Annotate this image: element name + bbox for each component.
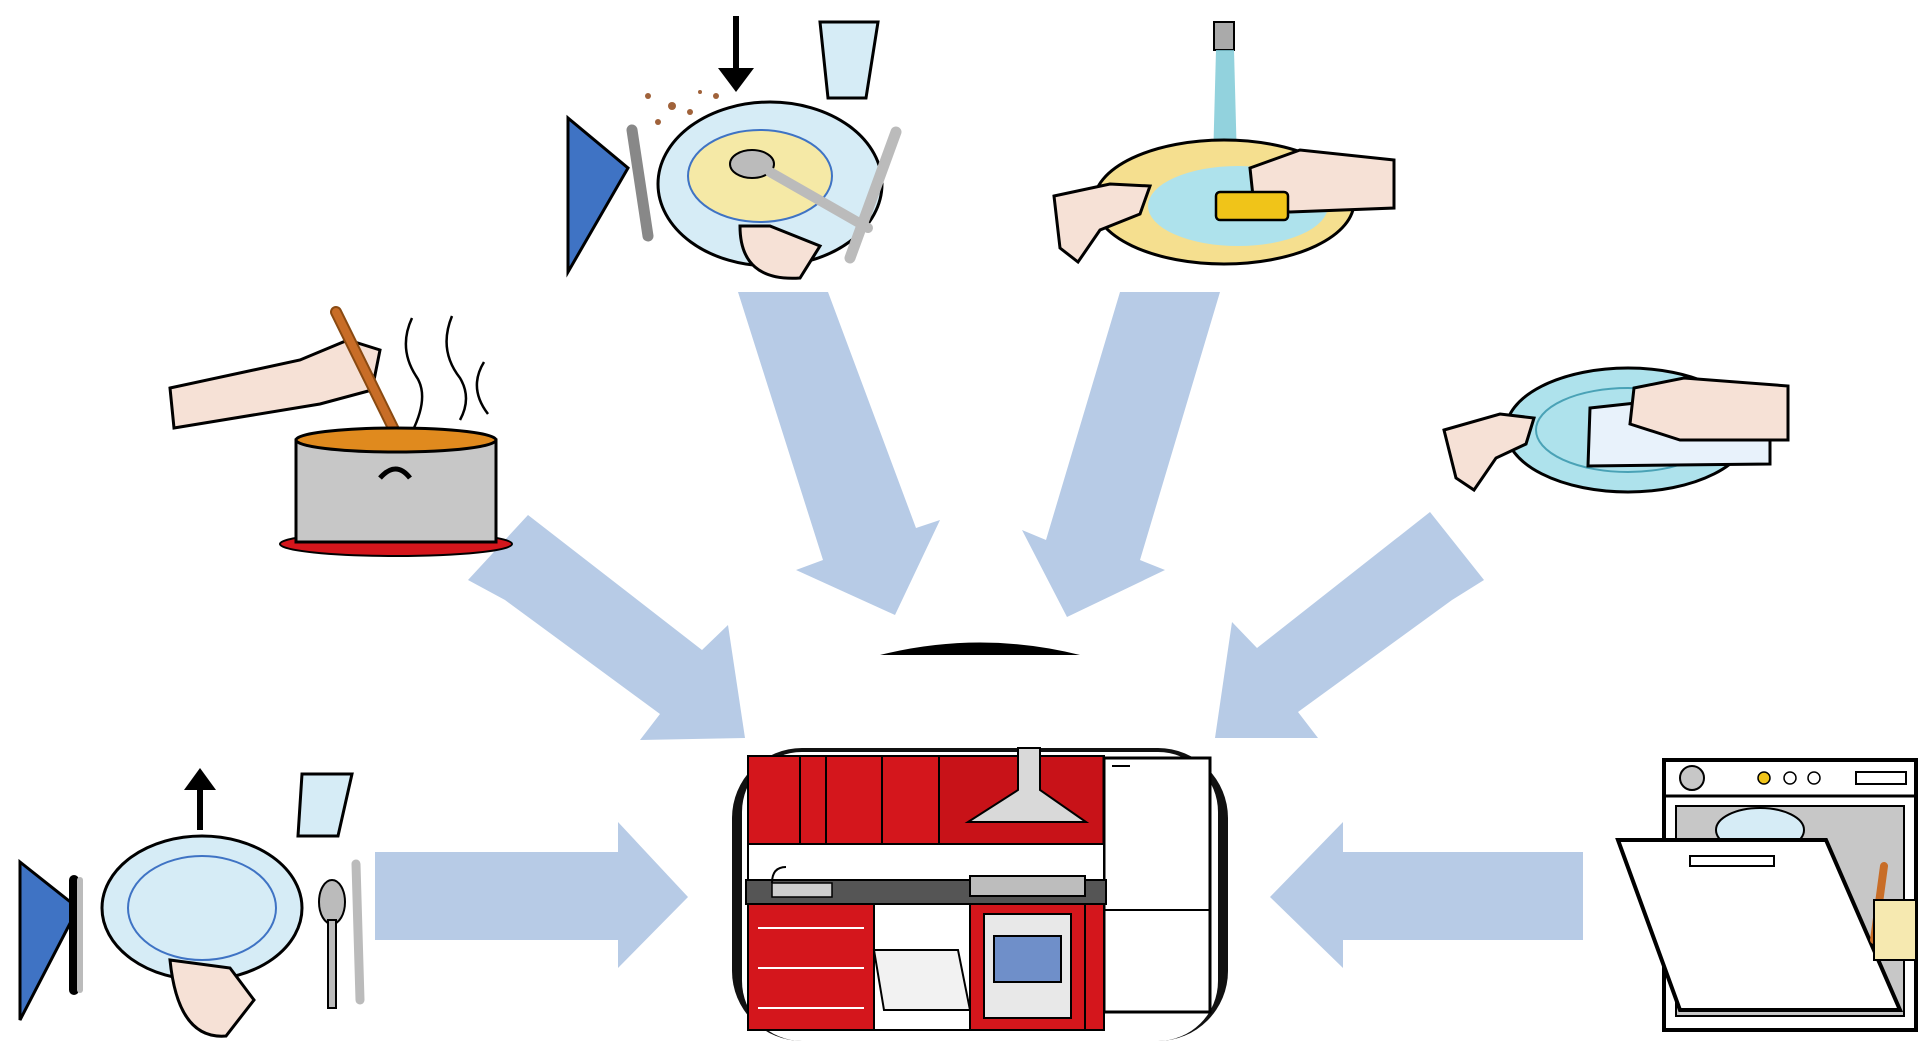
arrows [375, 292, 1583, 968]
clear-table-icon [18, 768, 365, 1038]
kitchen-icon [732, 747, 1228, 1041]
arc-mark [880, 642, 1080, 655]
arrow-clear-table-to-kitchen [375, 822, 688, 968]
cooking-pot-icon [168, 306, 513, 557]
washing-dish-icon [1052, 21, 1396, 266]
arrow-wash-to-kitchen [1022, 292, 1220, 617]
arrow-cook-to-kitchen [468, 515, 745, 740]
arrow-scrape-to-kitchen [738, 292, 940, 615]
dirty-plate-icon [566, 16, 902, 280]
arrow-dry-to-kitchen [1215, 512, 1484, 738]
dishwasher-icon [1615, 758, 1918, 1032]
arrow-dishwasher-to-kitchen [1270, 822, 1583, 968]
drying-dish-icon [1442, 366, 1790, 494]
